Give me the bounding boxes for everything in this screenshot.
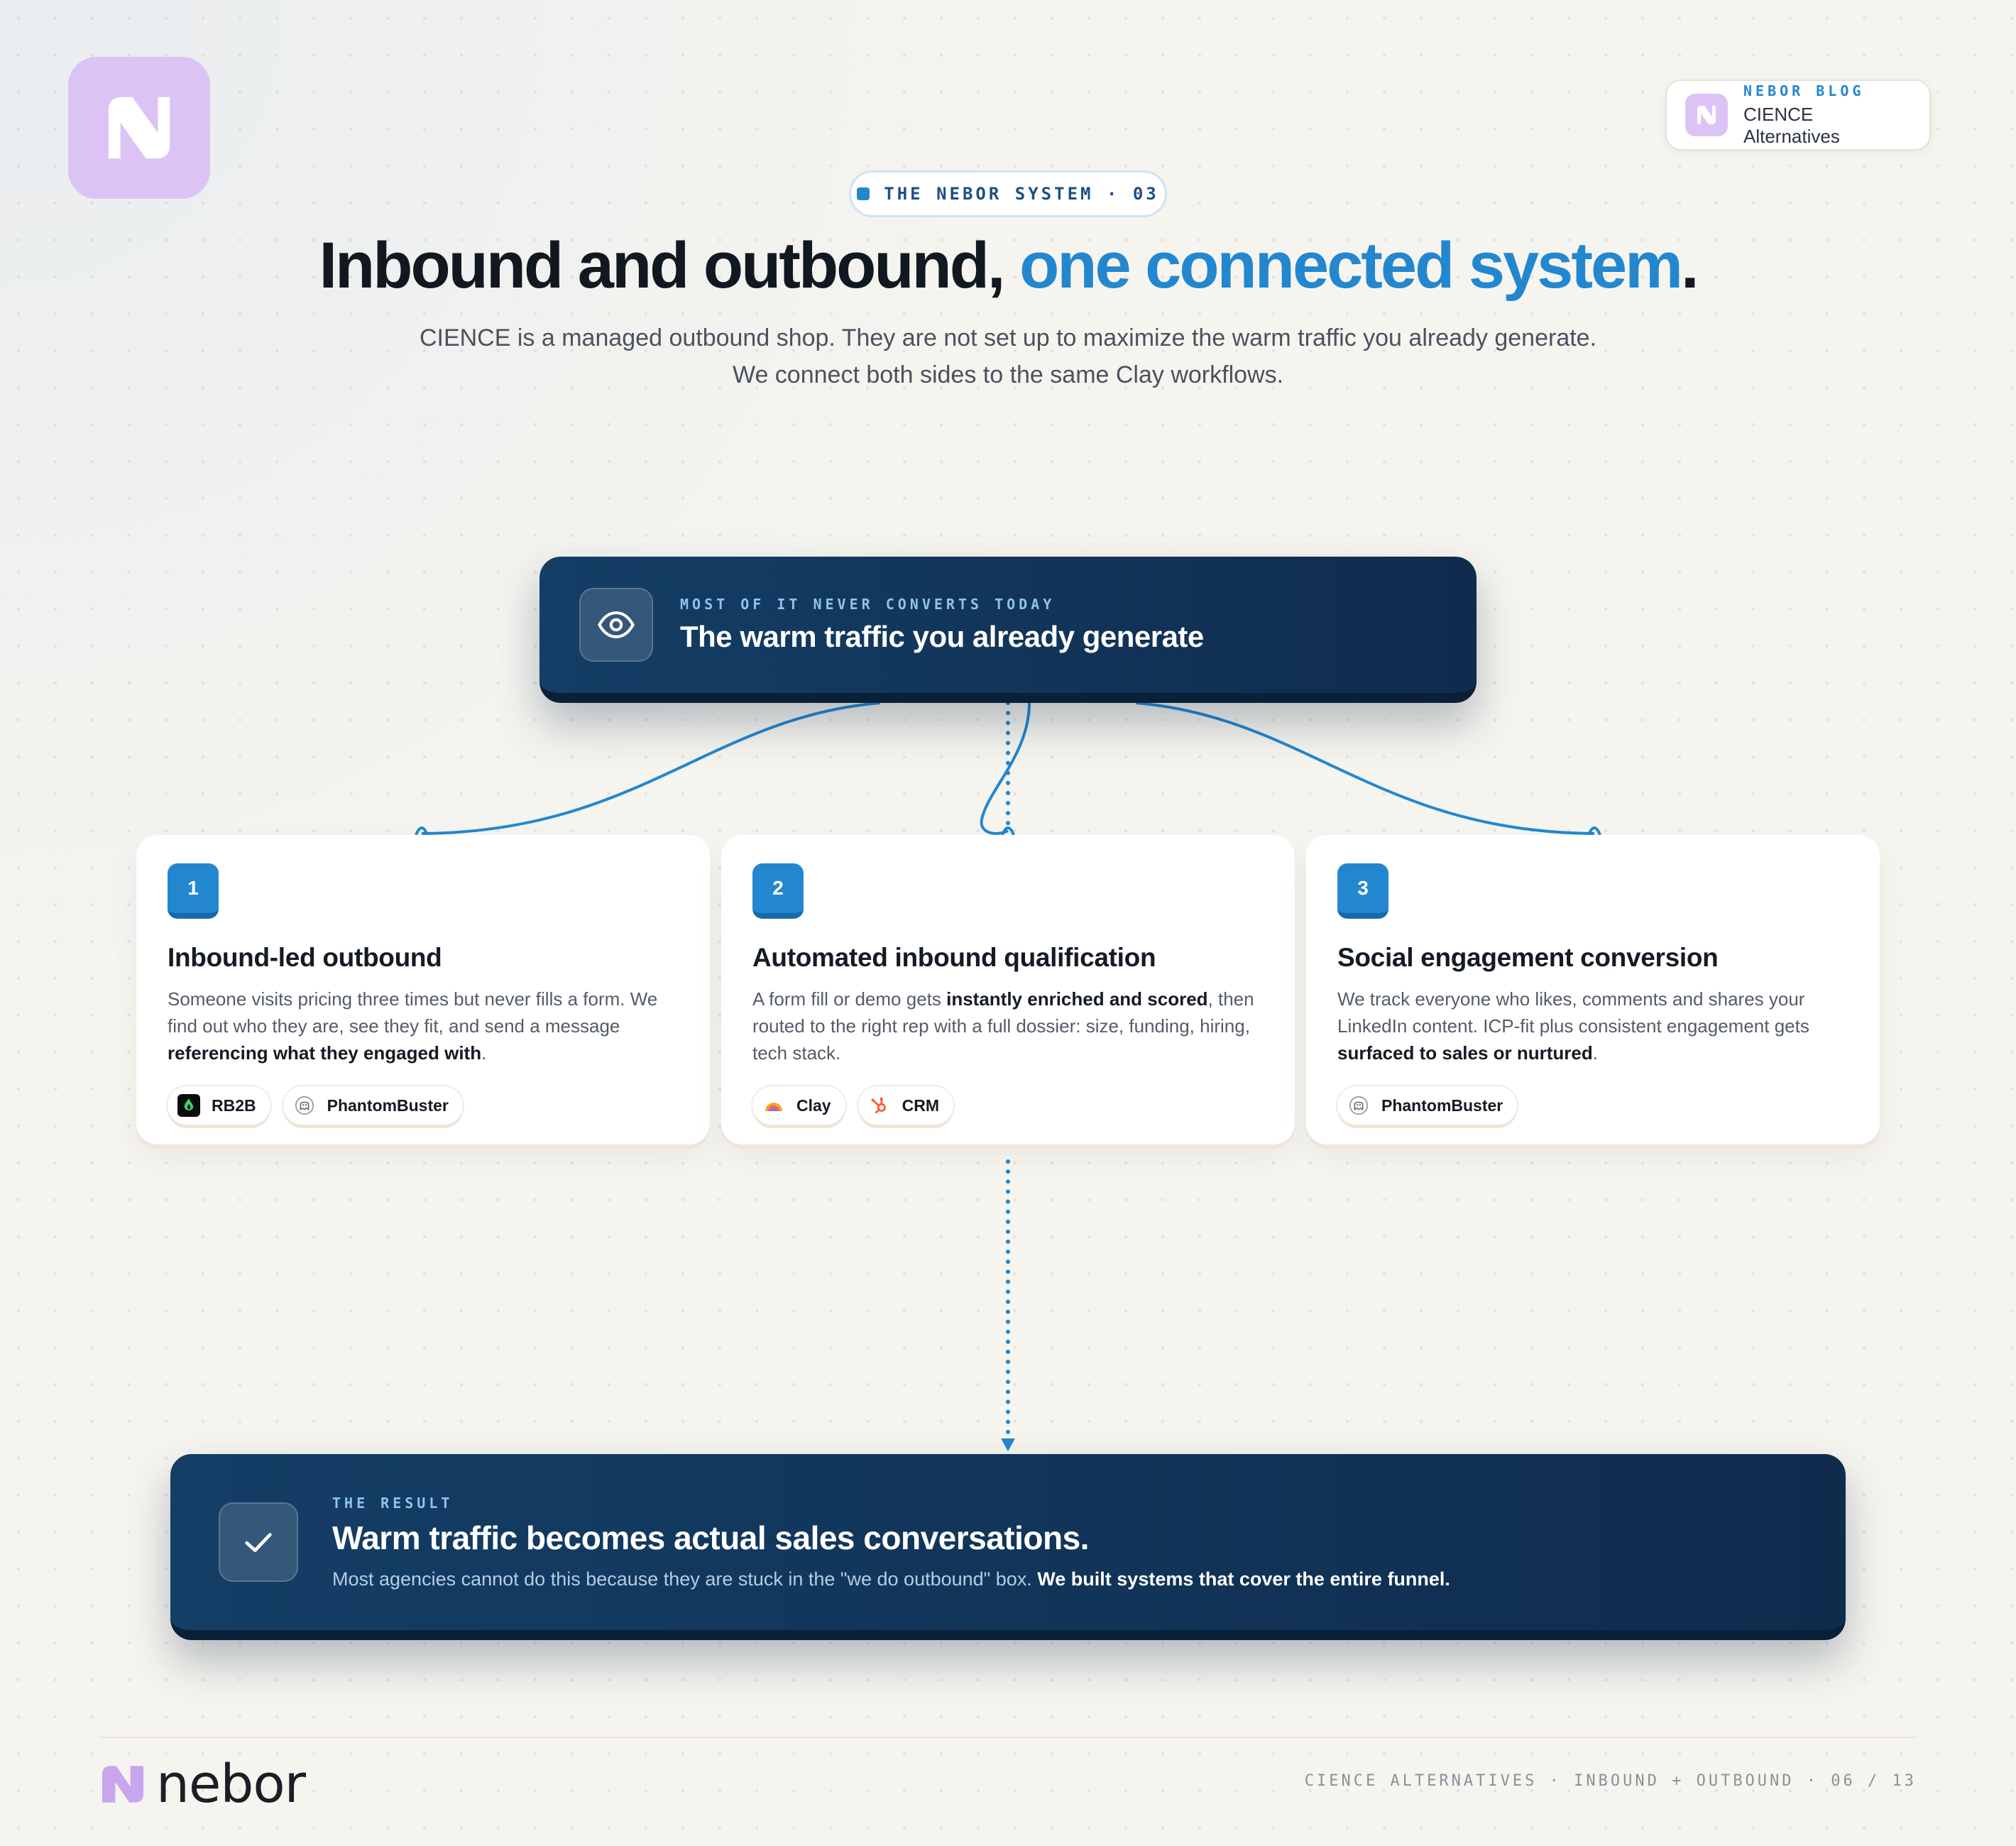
rb2b-logo-icon <box>177 1094 200 1117</box>
nebor-wordmark-icon <box>102 1766 144 1803</box>
tool-chips: PhantomBuster <box>1337 1086 1848 1125</box>
card-inbound-led-outbound: 1 Inbound-led outbound Someone visits pr… <box>136 835 710 1145</box>
connector-cap-left <box>415 826 429 836</box>
card-title: Social engagement conversion <box>1337 943 1719 972</box>
card-number: 1 <box>168 863 219 919</box>
eye-icon <box>598 611 635 638</box>
result-desc-bold: We built systems that cover the entire f… <box>1037 1568 1450 1590</box>
source-title: The warm traffic you already generate <box>680 620 1204 653</box>
connector-center-curve <box>980 702 1031 835</box>
card-body-end: . <box>1592 1042 1598 1064</box>
card-body: Someone visits pricing three times but n… <box>168 985 679 1066</box>
card-body-end: . <box>481 1042 487 1064</box>
nebor-logo <box>68 57 210 199</box>
blog-tag-label: NEBOR BLOG <box>1743 82 1865 99</box>
result-eyebrow: THE RESULT <box>332 1494 454 1512</box>
clay-logo-icon <box>762 1094 785 1117</box>
source-eyebrow: MOST OF IT NEVER CONVERTS TODAY <box>680 596 1056 613</box>
source-icon-box <box>579 588 653 662</box>
eyebrow-square-icon <box>857 187 870 200</box>
footer-divider <box>99 1737 1917 1738</box>
result-title: Warm traffic becomes actual sales conver… <box>332 1519 1089 1556</box>
result-icon-box <box>219 1502 298 1582</box>
eyebrow-text: THE NEBOR SYSTEM · 03 <box>884 184 1159 204</box>
subtitle-line-1: CIENCE is a managed outbound shop. They … <box>419 324 1597 351</box>
brand-wordmark: nebor <box>156 1754 306 1815</box>
connector-right <box>1135 701 1595 835</box>
card-title: Inbound-led outbound <box>168 943 442 972</box>
card-body-text: We track everyone who likes, comments an… <box>1337 988 1809 1037</box>
title-accent: one connected system <box>1019 229 1683 302</box>
card-body-bold: surfaced to sales or nurtured <box>1337 1042 1593 1064</box>
source-node: MOST OF IT NEVER CONVERTS TODAY The warm… <box>539 557 1477 703</box>
result-node: THE RESULT Warm traffic becomes actual s… <box>170 1454 1846 1640</box>
card-title: Automated inbound qualification <box>752 943 1156 972</box>
nebor-mark-icon <box>108 97 170 159</box>
connector-result-arrowhead <box>1001 1438 1015 1451</box>
tool-name: RB2B <box>212 1096 256 1115</box>
nebor-mini-logo <box>1685 94 1728 136</box>
tool-chip-clay[interactable]: Clay <box>752 1086 845 1125</box>
card-automated-inbound-qualification: 2 Automated inbound qualification A form… <box>721 835 1295 1145</box>
blog-tag-title: CIENCE Alternatives <box>1743 104 1840 147</box>
section-eyebrow: THE NEBOR SYSTEM · 03 <box>849 170 1167 217</box>
card-body-bold: instantly enriched and scored <box>946 988 1208 1010</box>
card-body: A form fill or demo gets instantly enric… <box>752 985 1264 1066</box>
page-subtitle: CIENCE is a managed outbound shop. They … <box>0 320 2016 393</box>
tool-name: PhantomBuster <box>1381 1096 1503 1115</box>
hubspot-icon <box>868 1094 891 1117</box>
title-period: . <box>1680 229 1699 302</box>
ghost-icon <box>293 1094 316 1117</box>
card-body-end: , then routed to the right rep with a fu… <box>752 988 1254 1064</box>
tool-chips: RB2B PhantomBuster <box>168 1086 679 1125</box>
card-number: 2 <box>752 863 804 919</box>
connector-left <box>421 701 881 835</box>
tool-chips: Clay CRM <box>752 1086 1264 1125</box>
title-part: Inbound and outbound, <box>319 229 1020 302</box>
card-body: We track everyone who likes, comments an… <box>1337 985 1848 1066</box>
tool-name: PhantomBuster <box>327 1096 449 1115</box>
check-icon <box>245 1533 272 1552</box>
tool-chip-phantombuster[interactable]: PhantomBuster <box>1337 1086 1518 1125</box>
connector-cap-right <box>1587 826 1601 836</box>
card-body-bold: referencing what they engaged with <box>168 1042 482 1064</box>
result-description: Most agencies cannot do this because the… <box>332 1568 1450 1590</box>
nebor-mark-icon <box>1697 106 1716 124</box>
page-title: Inbound and outbound, one connected syst… <box>0 229 2016 303</box>
footer-brand[interactable]: nebor <box>99 1754 306 1815</box>
tool-chip-phantombuster[interactable]: PhantomBuster <box>283 1086 463 1125</box>
tool-chip-crm[interactable]: CRM <box>858 1086 953 1125</box>
card-body-text: Someone visits pricing three times but n… <box>168 988 658 1037</box>
tool-name: Clay <box>796 1096 831 1115</box>
card-social-engagement-conversion: 3 Social engagement conversion We track … <box>1306 835 1880 1145</box>
tool-name: CRM <box>902 1096 939 1115</box>
subtitle-line-2: We connect both sides to the same Clay w… <box>732 361 1284 388</box>
blog-tag[interactable]: NEBOR BLOG CIENCE Alternatives <box>1665 80 1931 151</box>
footer-meta: CIENCE ALTERNATIVES · INBOUND + OUTBOUND… <box>1304 1772 1917 1790</box>
connector-cap-center <box>1001 826 1015 836</box>
ghost-icon <box>1347 1094 1370 1117</box>
card-number: 3 <box>1337 863 1388 919</box>
result-desc-text: Most agencies cannot do this because the… <box>332 1568 1038 1590</box>
card-body-text: A form fill or demo gets <box>752 988 947 1010</box>
tool-chip-rb2b[interactable]: RB2B <box>168 1086 270 1125</box>
